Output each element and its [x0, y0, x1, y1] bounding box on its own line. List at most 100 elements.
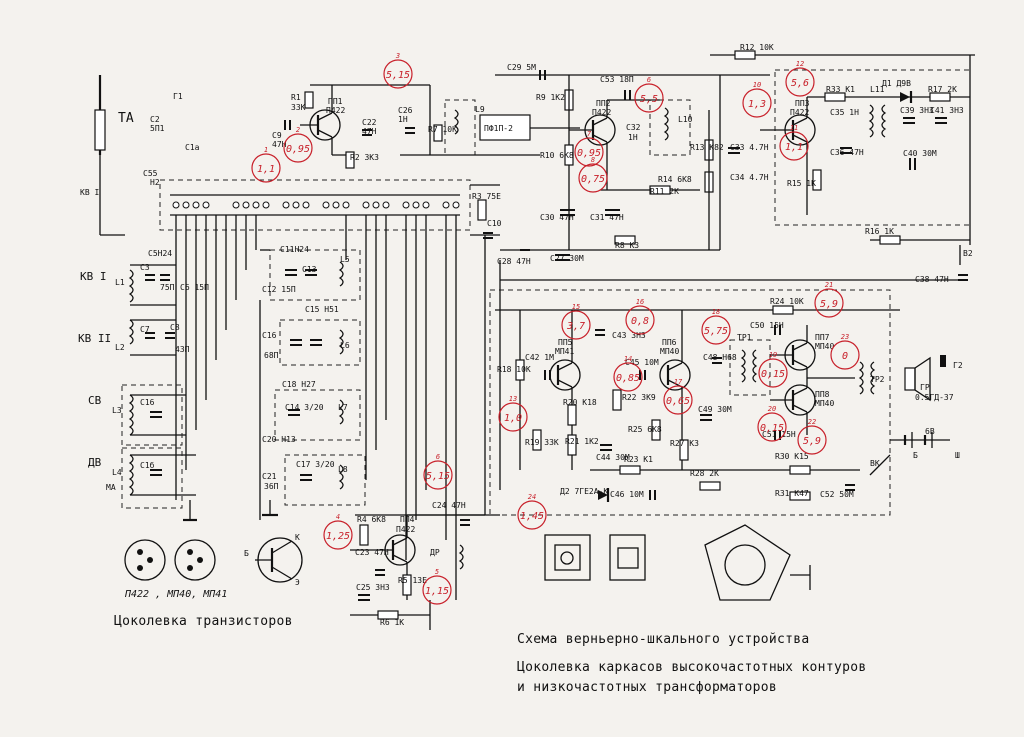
- voltage-marker-point: 15: [572, 303, 580, 311]
- label-c27: С27 30М: [550, 254, 584, 263]
- label-l2: L2: [115, 343, 125, 352]
- label-r10: R10 6К8: [540, 151, 574, 160]
- label-l5: L5: [340, 255, 350, 264]
- coil-former-drawings: [544, 524, 811, 601]
- label-gr-type: 0.5ГД-37: [915, 393, 954, 402]
- voltage-marker-point: 1: [264, 146, 268, 154]
- label-r7: R7 10К: [428, 125, 457, 134]
- voltage-marker-value: 5,5: [640, 94, 658, 105]
- voltage-marker-point: 19: [769, 351, 777, 359]
- voltage-marker-value: 3,7: [566, 321, 585, 332]
- voltage-marker-point: 23: [841, 333, 849, 341]
- label-r8: R8 К3: [615, 241, 639, 250]
- label-r4: R4 6К8: [357, 515, 386, 524]
- interconnects: [355, 235, 960, 516]
- label-l6: L6: [340, 341, 350, 350]
- voltage-marker-circle: [757, 412, 787, 442]
- pp3-stage: [710, 50, 975, 281]
- input-coils: [121, 264, 197, 522]
- voltage-marker-point: 14: [624, 355, 632, 363]
- label-l8: L8: [338, 465, 348, 474]
- caption-frames: Цоколевка каркасов высокочастотных конту…: [517, 660, 867, 675]
- voltage-marker-circle: [634, 83, 664, 113]
- voltage-marker-value: 1,15: [425, 586, 449, 597]
- voltage-marker-value: 0,15: [761, 369, 785, 380]
- label-r1-val: 33К: [291, 103, 306, 112]
- voltage-marker-circle: [830, 340, 860, 370]
- label-pp8-type: МП40: [815, 399, 834, 408]
- voltage-marker-value: 1,45: [520, 511, 544, 522]
- label-pp3: ПП3: [795, 99, 810, 108]
- label-pp1: ПП1: [328, 97, 343, 106]
- label-b: Б: [913, 451, 918, 460]
- voltage-marker-circle: [423, 460, 453, 490]
- label-r1: R1: [291, 93, 301, 102]
- label-r6: R6 1К: [380, 618, 404, 627]
- label-tr2: ТР2: [870, 375, 885, 384]
- voltage-marker-point: 20: [768, 405, 776, 413]
- label-pp7: ПП7: [815, 333, 830, 342]
- label-c16: С16: [262, 331, 277, 340]
- label-c31: С31 47Н: [590, 213, 624, 222]
- label-r30: R30 К15: [775, 452, 809, 461]
- pinout-types: П422 , МП40, МП41: [124, 589, 227, 600]
- voltage-marker-circle: [574, 137, 604, 167]
- voltage-marker-circle: [758, 358, 788, 388]
- label-d1: Д1 Д9В: [882, 79, 911, 88]
- label-c40: С40 30М: [903, 149, 937, 158]
- voltage-marker-point: 21: [825, 281, 833, 289]
- voltage-marker-point: 12: [796, 60, 804, 68]
- label-c29: С29 5М: [507, 63, 536, 72]
- voltage-marker-value: 1,1: [785, 142, 803, 153]
- label-r31: R31 К47: [775, 489, 809, 498]
- label-c41: С41 3Н3: [930, 106, 964, 115]
- label-c11: С11Н24: [280, 245, 309, 254]
- voltage-marker-point: 11: [790, 124, 798, 132]
- voltage-marker-value: 0,95: [286, 144, 310, 155]
- voltage-marker-circle: [283, 133, 313, 163]
- label-r20: R20 К18: [563, 398, 597, 407]
- label-pp3-type: П422: [790, 108, 809, 117]
- label-c3: С3: [140, 263, 150, 272]
- voltage-marker-circle: [383, 59, 413, 89]
- label-c55: С55: [143, 169, 158, 178]
- label-r22: R22 3К9: [622, 393, 656, 402]
- label-r25: R25 6К8: [628, 425, 662, 434]
- voltage-marker-point: 8: [591, 156, 595, 164]
- caption-frames-2: и низкочастотных трансформаторов: [517, 680, 778, 695]
- pp1-stage: [284, 84, 430, 169]
- voltage-marker-value: 5,9: [820, 299, 838, 310]
- label-v2: В2: [963, 249, 973, 258]
- label-c25: С25 3Н3: [356, 583, 390, 592]
- label-c36: С36 47Н: [830, 148, 864, 157]
- label-c48: С48 Н68: [703, 353, 737, 362]
- label-c2-val: 5П1: [150, 124, 165, 133]
- label-c16-val: 68П: [264, 351, 279, 360]
- label-w: Ш: [955, 451, 960, 460]
- af-section: [495, 305, 950, 502]
- voltage-marker-circle: [625, 305, 655, 335]
- voltage-marker-value: 0: [842, 351, 848, 362]
- caption-transistor-pinout: Цоколевка транзисторов: [114, 614, 293, 629]
- label-c22-val: 47Н: [362, 127, 377, 136]
- voltage-marker-circle: [779, 131, 809, 161]
- label-r2: R2 3К3: [350, 153, 379, 162]
- label-r9: R9 1К2: [536, 93, 565, 102]
- voltage-marker-value: 5,15: [426, 471, 450, 482]
- label-c39: С39 3Н3: [900, 106, 934, 115]
- voltage-marker-circle: [797, 425, 827, 455]
- label-g1: Г1: [173, 92, 183, 101]
- label-c14: С14 3/20: [285, 403, 324, 412]
- voltage-marker-value: 0,15: [760, 423, 784, 434]
- label-pp4: ПП4: [400, 515, 415, 524]
- label-r3: R3 75Е: [472, 192, 501, 201]
- label-gr: ГР: [920, 383, 930, 392]
- label-c34: С34 4.7Н: [730, 173, 769, 182]
- label-c13: С13: [302, 265, 317, 274]
- label-l10: L10: [678, 115, 693, 124]
- label-pp1-type: П422: [326, 106, 345, 115]
- label-r16: R16 1К: [865, 227, 894, 236]
- voltage-marker-point: 7: [587, 130, 592, 138]
- label-pp5-type: МП41: [555, 347, 574, 356]
- label-kv1: КВ I: [80, 188, 99, 197]
